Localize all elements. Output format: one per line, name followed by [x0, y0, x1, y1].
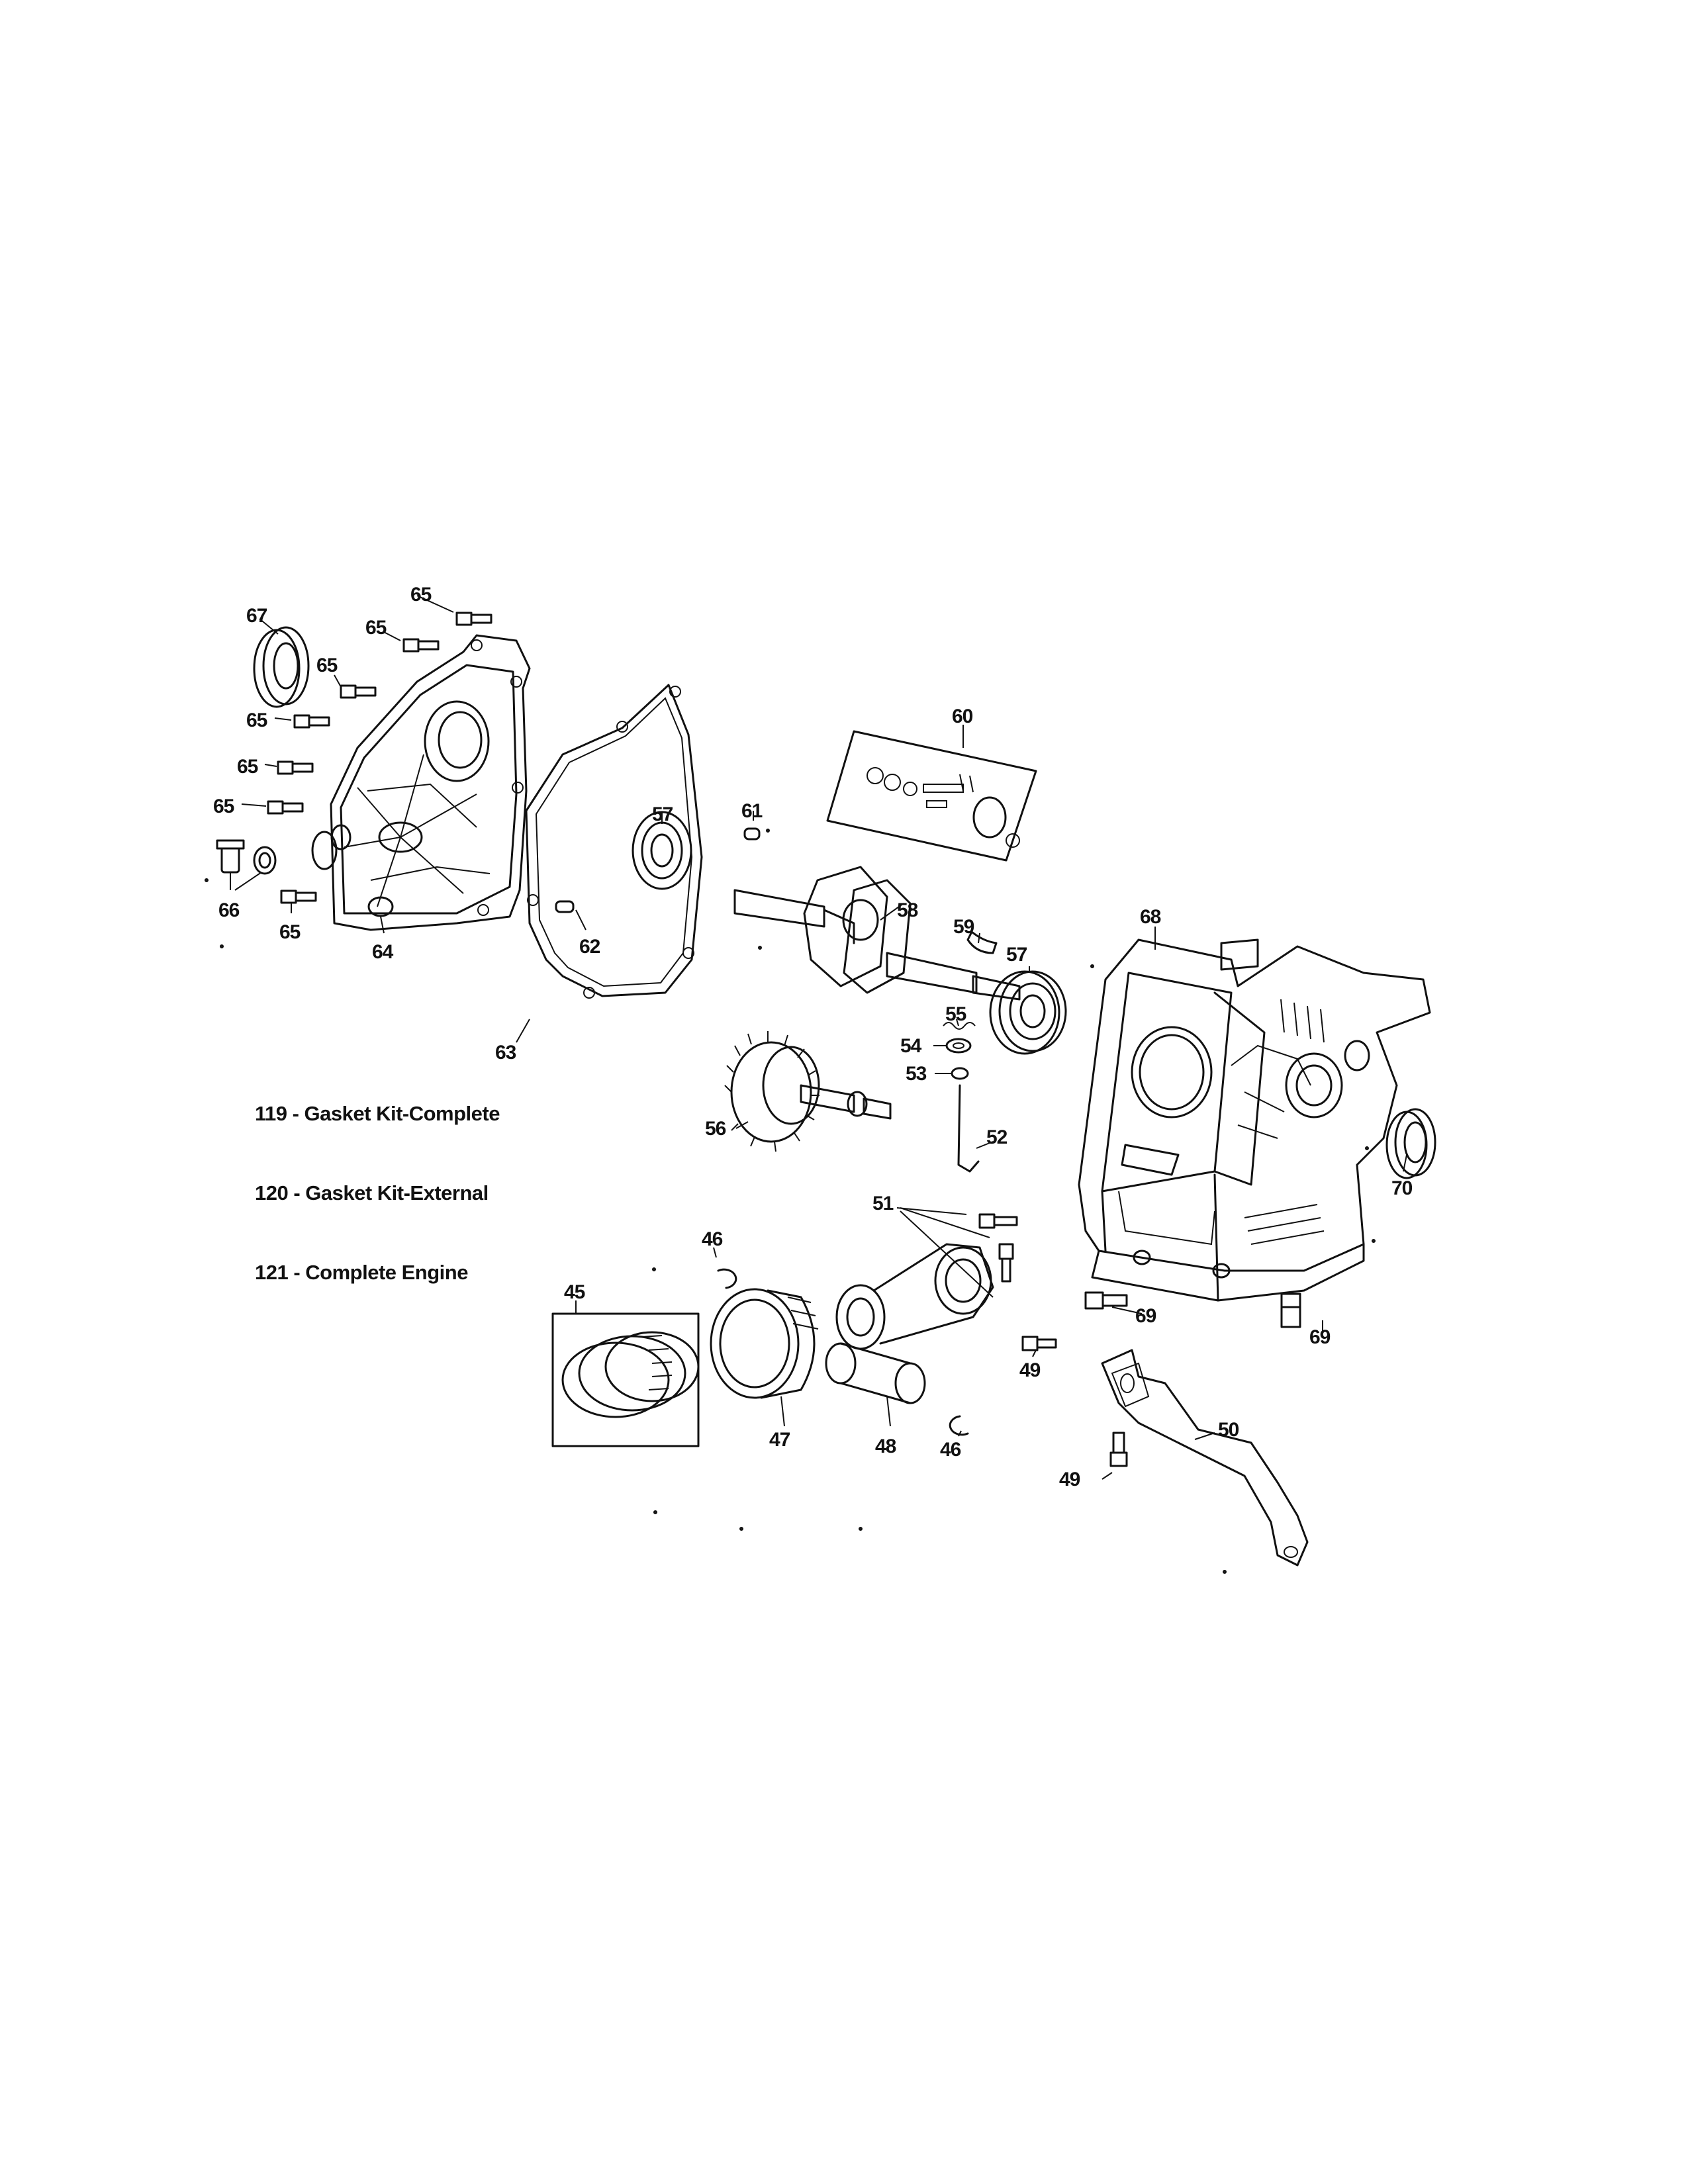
kit-note-gasket-external: 120 - Gasket Kit-External [255, 1181, 489, 1205]
callout-62: 62 [579, 936, 600, 958]
callout-61: 61 [741, 800, 763, 822]
callout-65: 65 [246, 709, 267, 731]
part-clip-53 [951, 1067, 969, 1080]
part-bracket-50 [1101, 1349, 1309, 1567]
part-bolts-69 [1084, 1291, 1301, 1328]
callout-49: 49 [1019, 1359, 1041, 1381]
callout-65: 65 [316, 655, 338, 676]
part-piston-pin-48 [825, 1342, 926, 1404]
callout-69: 69 [1309, 1326, 1331, 1348]
kit-note-gasket-complete: 119 - Gasket Kit-Complete [255, 1102, 500, 1125]
callout-57: 57 [652, 803, 673, 825]
callout-64: 64 [372, 941, 394, 963]
part-dowel-pin-61 [743, 827, 761, 841]
callout-54: 54 [900, 1035, 922, 1057]
callout-58: 58 [897, 899, 918, 921]
part-oil-seal-67 [253, 626, 310, 708]
part-gasket-63 [525, 684, 703, 999]
part-piston-47 [710, 1288, 819, 1399]
part-oil-plug-66 [216, 839, 277, 875]
callout-59: 59 [953, 916, 974, 938]
part-woodruff-key-59 [966, 931, 998, 954]
part-governor-arm-52 [957, 1084, 980, 1173]
callout-46: 46 [940, 1439, 961, 1461]
part-washer-54 [945, 1038, 972, 1054]
part-spring-55 [943, 1022, 976, 1030]
callout-48: 48 [875, 1435, 896, 1457]
callout-52: 52 [986, 1126, 1008, 1148]
callout-53: 53 [906, 1063, 927, 1085]
callout-51: 51 [872, 1193, 894, 1214]
callout-65: 65 [237, 756, 258, 778]
callout-45: 45 [564, 1281, 585, 1303]
leader-lines [230, 595, 1407, 1480]
callout-labels: 67 65 65 65 65 65 65 66 65 64 63 57 61 6… [213, 584, 1413, 1490]
part-bearing-57b [989, 970, 1067, 1055]
part-bolts-49 [1021, 1336, 1128, 1467]
part-governor-kit-60 [826, 730, 1037, 862]
part-bolts-65 [267, 612, 492, 904]
callout-56: 56 [705, 1118, 726, 1140]
callout-68: 68 [1140, 906, 1161, 928]
callout-49: 49 [1059, 1469, 1080, 1490]
callout-57: 57 [1006, 944, 1027, 966]
callout-67: 67 [246, 605, 267, 627]
part-circlip-46b [949, 1415, 969, 1436]
callout-65: 65 [410, 584, 432, 606]
callout-60: 60 [952, 705, 973, 727]
callout-47: 47 [769, 1429, 790, 1451]
part-crankshaft-58 [733, 866, 1021, 1001]
kit-note-complete-engine: 121 - Complete Engine [255, 1261, 468, 1284]
callout-50: 50 [1218, 1419, 1239, 1441]
part-piston-rings-45 [551, 1312, 700, 1447]
part-connecting-rod-51 [835, 1213, 1018, 1350]
scan-specks [205, 829, 1376, 1574]
callout-65: 65 [365, 617, 387, 639]
callout-69: 69 [1135, 1305, 1156, 1327]
callout-55: 55 [945, 1003, 966, 1025]
callout-46: 46 [702, 1228, 723, 1250]
part-crankcase-cover-64 [311, 634, 531, 931]
callout-65: 65 [279, 921, 301, 943]
part-circlip-46a [717, 1268, 737, 1289]
part-dowel-pin-62 [555, 900, 575, 913]
callout-66: 66 [218, 899, 240, 921]
callout-70: 70 [1391, 1177, 1413, 1199]
part-engine-block-68 [1078, 938, 1431, 1302]
callout-63: 63 [495, 1042, 516, 1064]
part-oil-seal-70 [1385, 1108, 1436, 1179]
part-camshaft-56 [724, 1031, 892, 1152]
callout-65: 65 [213, 796, 234, 817]
